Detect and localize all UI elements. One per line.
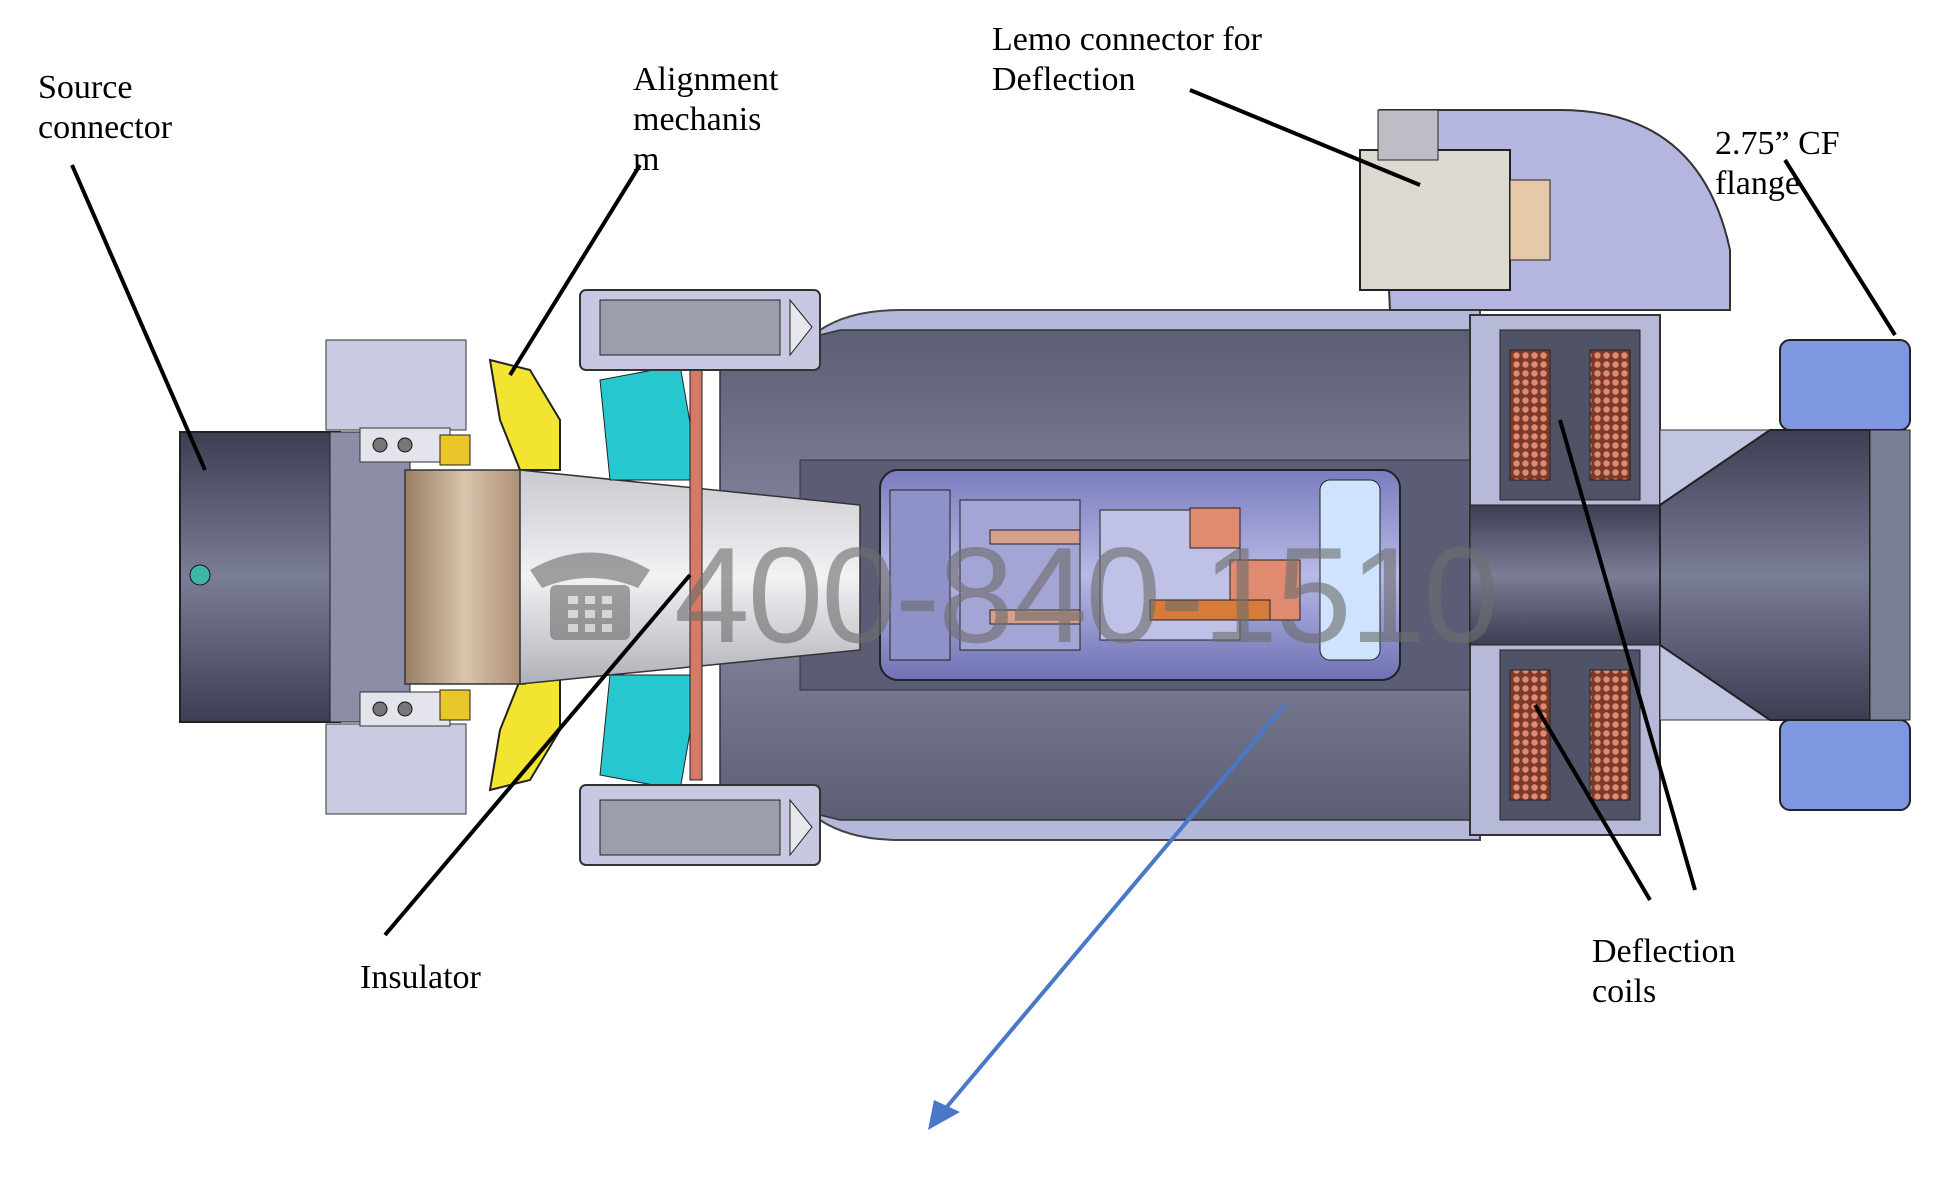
label-cf-flange: 2.75” CF flange [1715, 125, 1840, 202]
leader-source-connector [70, 164, 207, 471]
watermark-text: 400-840-1510 [674, 519, 1499, 671]
telephone-icon [530, 552, 650, 640]
leader-lines [70, 88, 1897, 937]
leader-cf-flange [1783, 158, 1897, 337]
label-deflection-coils: Deflection coils [1592, 933, 1736, 1010]
leader-alignment-mechanism [508, 163, 642, 377]
blue-arrow [928, 703, 1287, 1130]
leader-lemo-connector [1189, 88, 1421, 187]
lemo-connector [1359, 109, 1731, 311]
deflection-block [1469, 314, 1661, 836]
cf-flange [1659, 339, 1911, 811]
leader-deflection-coil-1 [1533, 703, 1652, 902]
alignment-mechanism [439, 358, 561, 792]
label-alignment-mechanism: Alignment mechanis m [633, 61, 779, 178]
label-lemo-connector: Lemo connector for Deflection [992, 21, 1262, 98]
source-connector [179, 339, 467, 815]
label-source-connector: Source connector [38, 69, 173, 146]
watermark: 400-840-1510 [520, 519, 1499, 671]
label-insulator: Insulator [360, 959, 481, 996]
seal-assembly [579, 289, 821, 866]
electron-optics [889, 479, 1381, 661]
leader-deflection-coil-2 [1558, 419, 1697, 891]
leader-insulator [383, 573, 692, 937]
